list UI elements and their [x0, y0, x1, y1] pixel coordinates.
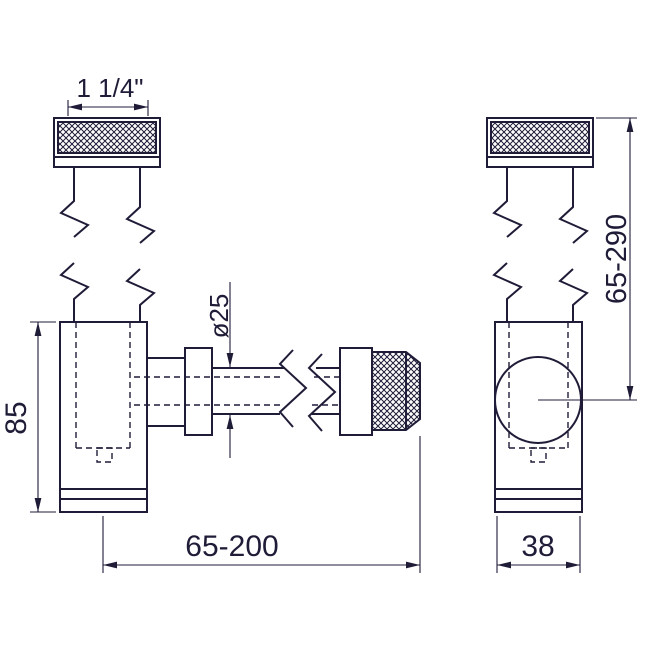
thread-size-label: 1 1/4" [76, 73, 143, 103]
wall-connector-thread-side [486, 117, 594, 168]
body-width-dimension: 38 [496, 516, 581, 573]
thread-size-dimension: 1 1/4" [67, 73, 149, 116]
wall-connector-thread [53, 117, 161, 168]
wall-flange [339, 347, 373, 436]
trap-side-view: 65-290 38 [486, 117, 637, 573]
pipe-diameter-dimension: ø25 [204, 282, 234, 458]
body-height-dimension: 85 [0, 321, 56, 513]
trap-front-view: 1 1/4" [0, 73, 421, 573]
trap-body [59, 321, 148, 513]
vertical-range-label: 65-290 [601, 214, 633, 304]
pipe-break-left [278, 349, 308, 428]
body-width-label: 38 [521, 530, 554, 563]
vertical-range-dimension: 65-290 [596, 117, 637, 400]
horizontal-range-label: 65-200 [185, 530, 278, 563]
pipe-break-right [307, 353, 337, 432]
male-thread [371, 351, 421, 431]
vertical-pipe-break-side [492, 167, 589, 322]
outlet-pipe [134, 347, 421, 436]
outlet-flange [184, 347, 213, 436]
body-height-label: 85 [0, 401, 33, 434]
horizontal-range-dimension: 65-200 [102, 436, 421, 573]
pipe-diameter-label: ø25 [204, 294, 234, 339]
vertical-pipe-break [59, 167, 156, 322]
trap-body-side [494, 321, 637, 513]
